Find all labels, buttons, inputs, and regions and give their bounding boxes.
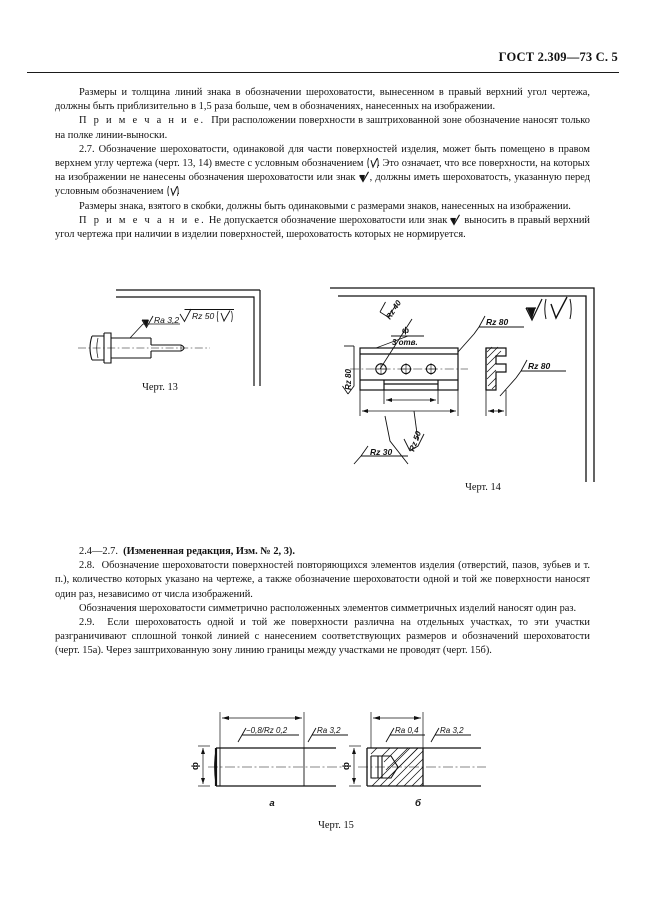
figure-13-caption: Черт. 13 <box>142 382 178 393</box>
fig14-label-3otv: 3 отв. <box>392 338 418 347</box>
fig14-label-rz80-left: Rz 80 <box>344 369 353 390</box>
roughness-sign-paren-icon <box>366 157 379 169</box>
figure-15-caption: Черт. 15 <box>318 820 354 831</box>
paragraph-2-4-2-7: 2.4—2.7. (Измененная редакция, Изм. № 2,… <box>79 546 295 557</box>
fig14-label-rz80-right: Rz 80 <box>528 361 550 371</box>
fig15a-label-right: Ra 3,2 <box>317 726 341 735</box>
roughness-sign-machined-icon-3 <box>450 214 461 226</box>
fig14-label-rz80-top: Rz 80 <box>486 317 508 327</box>
fig13-label-rz50: Rz 50 <box>192 311 214 321</box>
text-block-lower: 2.4—2.7. (Измененная редакция, Изм. № 2,… <box>55 545 590 659</box>
paragraph-2-7: 2.7. Обозначение шероховатости, одинаков… <box>55 143 590 198</box>
fig15a-label-left: −0,8/Rz 0,2 <box>246 726 288 735</box>
fig15-part-a-label: а <box>269 798 274 809</box>
fig14-diameter-symbol: ф <box>402 326 409 335</box>
figure-15: ф −0,8/Rz 0,2 Ra <box>186 700 486 831</box>
paragraph-2-9: 2.9. Если шероховатость одной и той же п… <box>55 617 590 657</box>
note-2: П р и м е ч а н и е. Не допускается обоз… <box>55 214 590 241</box>
fig14-label-rz30: Rz 30 <box>370 447 392 457</box>
figure-14-caption: Черт. 14 <box>465 482 501 493</box>
fig15b-label-right: Ra 3,2 <box>440 726 464 735</box>
figure-14: Rz 80 Rz 40 ф 3 отв. Rz 80 <box>328 286 603 493</box>
paragraph-2-6-cont: Размеры и толщина линий знака в обозначе… <box>55 87 590 113</box>
note-1: П р и м е ч а н и е. При расположении по… <box>55 115 590 141</box>
header-rule <box>27 72 619 73</box>
fig15b-label-left: Ra 0,4 <box>395 726 419 735</box>
text-block-upper: Размеры и толщина линий знака в обозначе… <box>55 86 590 242</box>
paragraph-2-8: 2.8. Обозначение шероховатости поверхнос… <box>55 560 590 600</box>
page-header: ГОСТ 2.309—73 С. 5 <box>498 50 618 64</box>
fig15a-diameter: ф <box>190 762 200 770</box>
roughness-sign-paren-icon-2 <box>166 185 179 197</box>
paragraph-2-8-b: Обозначения шероховатости симметрично ра… <box>79 602 577 614</box>
fig15b-diameter: ф <box>341 762 351 770</box>
fig15-part-b-label: б <box>415 798 422 809</box>
fig13-label-ra32: Ra 3,2 <box>154 315 179 325</box>
roughness-sign-machined-icon <box>358 171 370 183</box>
figure-13: Ra 3,2 Rz 50 Черт. 13 <box>58 288 323 393</box>
fig14-label-rz40: Rz 40 <box>384 298 403 321</box>
paragraph-2-7-b: Размеры знака, взятого в скобки, должны … <box>79 200 571 212</box>
